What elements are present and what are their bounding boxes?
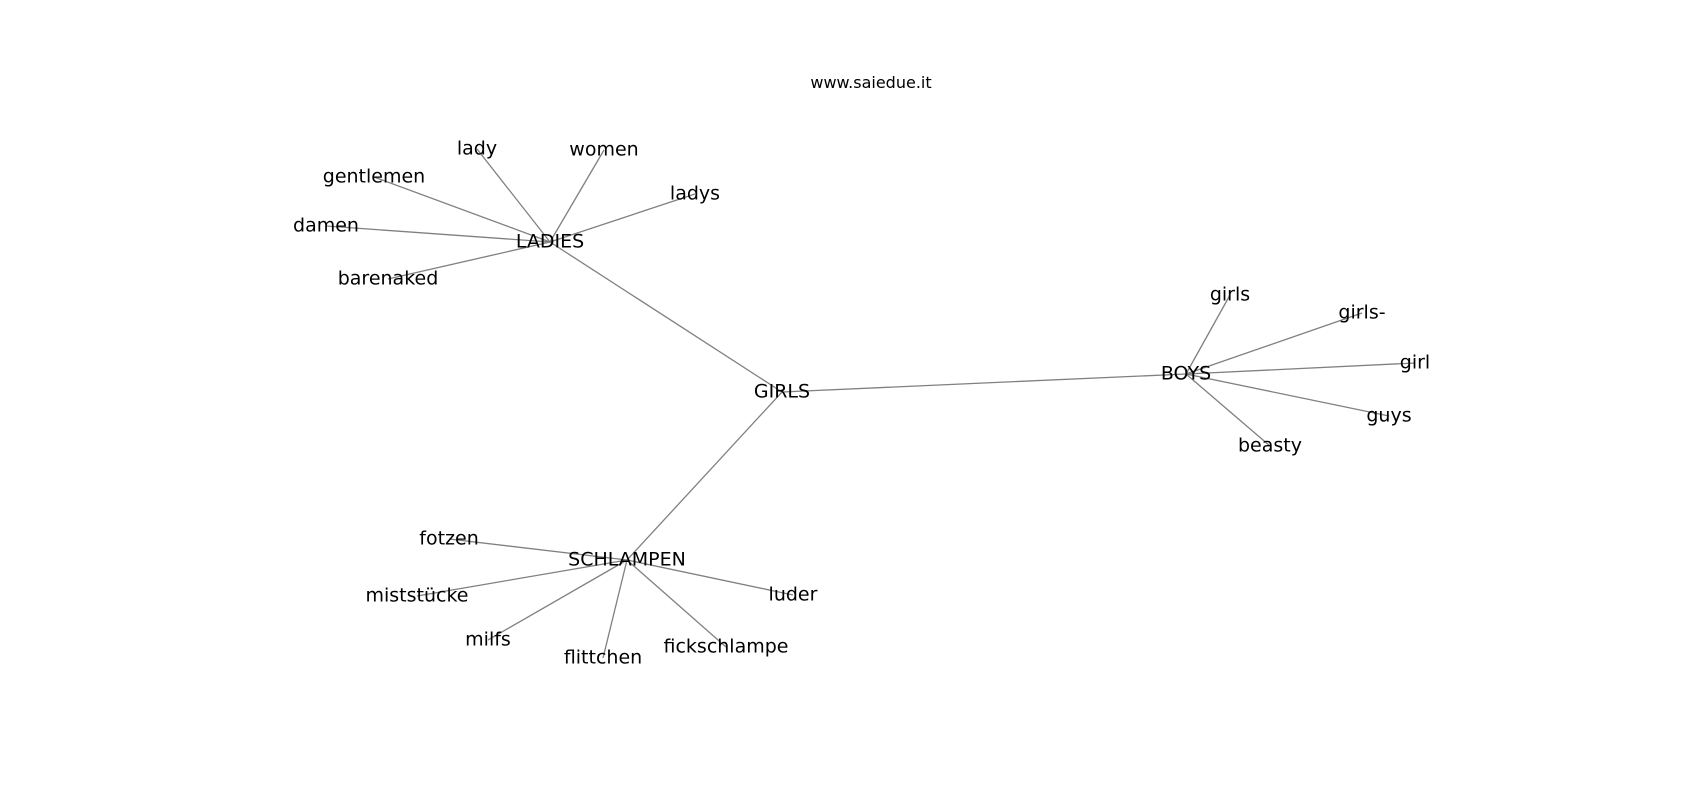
node-label-miststucke: miststücke <box>366 585 469 607</box>
node-label-luder: luder <box>769 584 818 606</box>
edge-boys-beasty <box>1185 373 1271 447</box>
node-label-guys: guys <box>1366 405 1411 427</box>
node-label-fotzen: fotzen <box>419 528 478 550</box>
node-label-beasty: beasty <box>1238 435 1302 457</box>
node-label-girl: girl <box>1400 352 1430 374</box>
edge-girls-ladies <box>549 241 783 393</box>
node-label-fickschlampe: fickschlampe <box>664 636 789 658</box>
edge-ladies-damen <box>325 225 551 243</box>
edge-ladies-women <box>549 149 605 243</box>
edge-schlampen-miststucke <box>416 559 628 597</box>
site-label: www.saiedue.it <box>810 73 931 92</box>
edge-schlampen-flittchen <box>602 559 628 659</box>
edge-ladies-barenaked <box>387 241 551 280</box>
node-label-boys: BOYS <box>1161 363 1211 385</box>
node-label-ladys: ladys <box>670 183 720 205</box>
edge-schlampen-fickschlampe <box>626 559 727 648</box>
edge-ladies-gentlemen <box>373 176 551 243</box>
node-label-barenaked: barenaked <box>338 268 439 290</box>
node-label-flittchen: flittchen <box>564 647 642 669</box>
edge-schlampen-fotzen <box>448 538 628 561</box>
edge-girls-boys <box>781 373 1187 393</box>
edge-ladies-ladys <box>549 193 696 243</box>
edge-schlampen-luder <box>626 559 794 596</box>
edge-boys-girls <box>1185 294 1231 375</box>
edge-boys-girls <box>1185 312 1363 375</box>
node-label-damen: damen <box>293 215 359 237</box>
edge-ladies-lady <box>476 148 551 243</box>
edge-boys-guys <box>1185 373 1390 417</box>
node-label-ladies: LADIES <box>516 231 584 253</box>
node-label-girls: GIRLS <box>754 381 810 403</box>
node-label-girls: girls- <box>1338 302 1385 324</box>
edge-boys-girl <box>1185 362 1416 375</box>
edge-schlampen-milfs <box>487 559 628 641</box>
edges-layer <box>325 148 1416 659</box>
node-label-gentlemen: gentlemen <box>323 166 425 188</box>
node-label-schlampen: SCHLAMPEN <box>568 549 686 571</box>
node-label-lady: lady <box>457 138 497 160</box>
node-label-milfs: milfs <box>465 629 511 651</box>
edge-girls-schlampen <box>626 391 783 561</box>
node-label-girls: girls <box>1210 284 1250 306</box>
node-label-women: women <box>569 139 638 161</box>
nodes-layer: GIRLS LADIES BOYS SCHLAMPEN lady women gentlem… <box>293 138 1430 669</box>
